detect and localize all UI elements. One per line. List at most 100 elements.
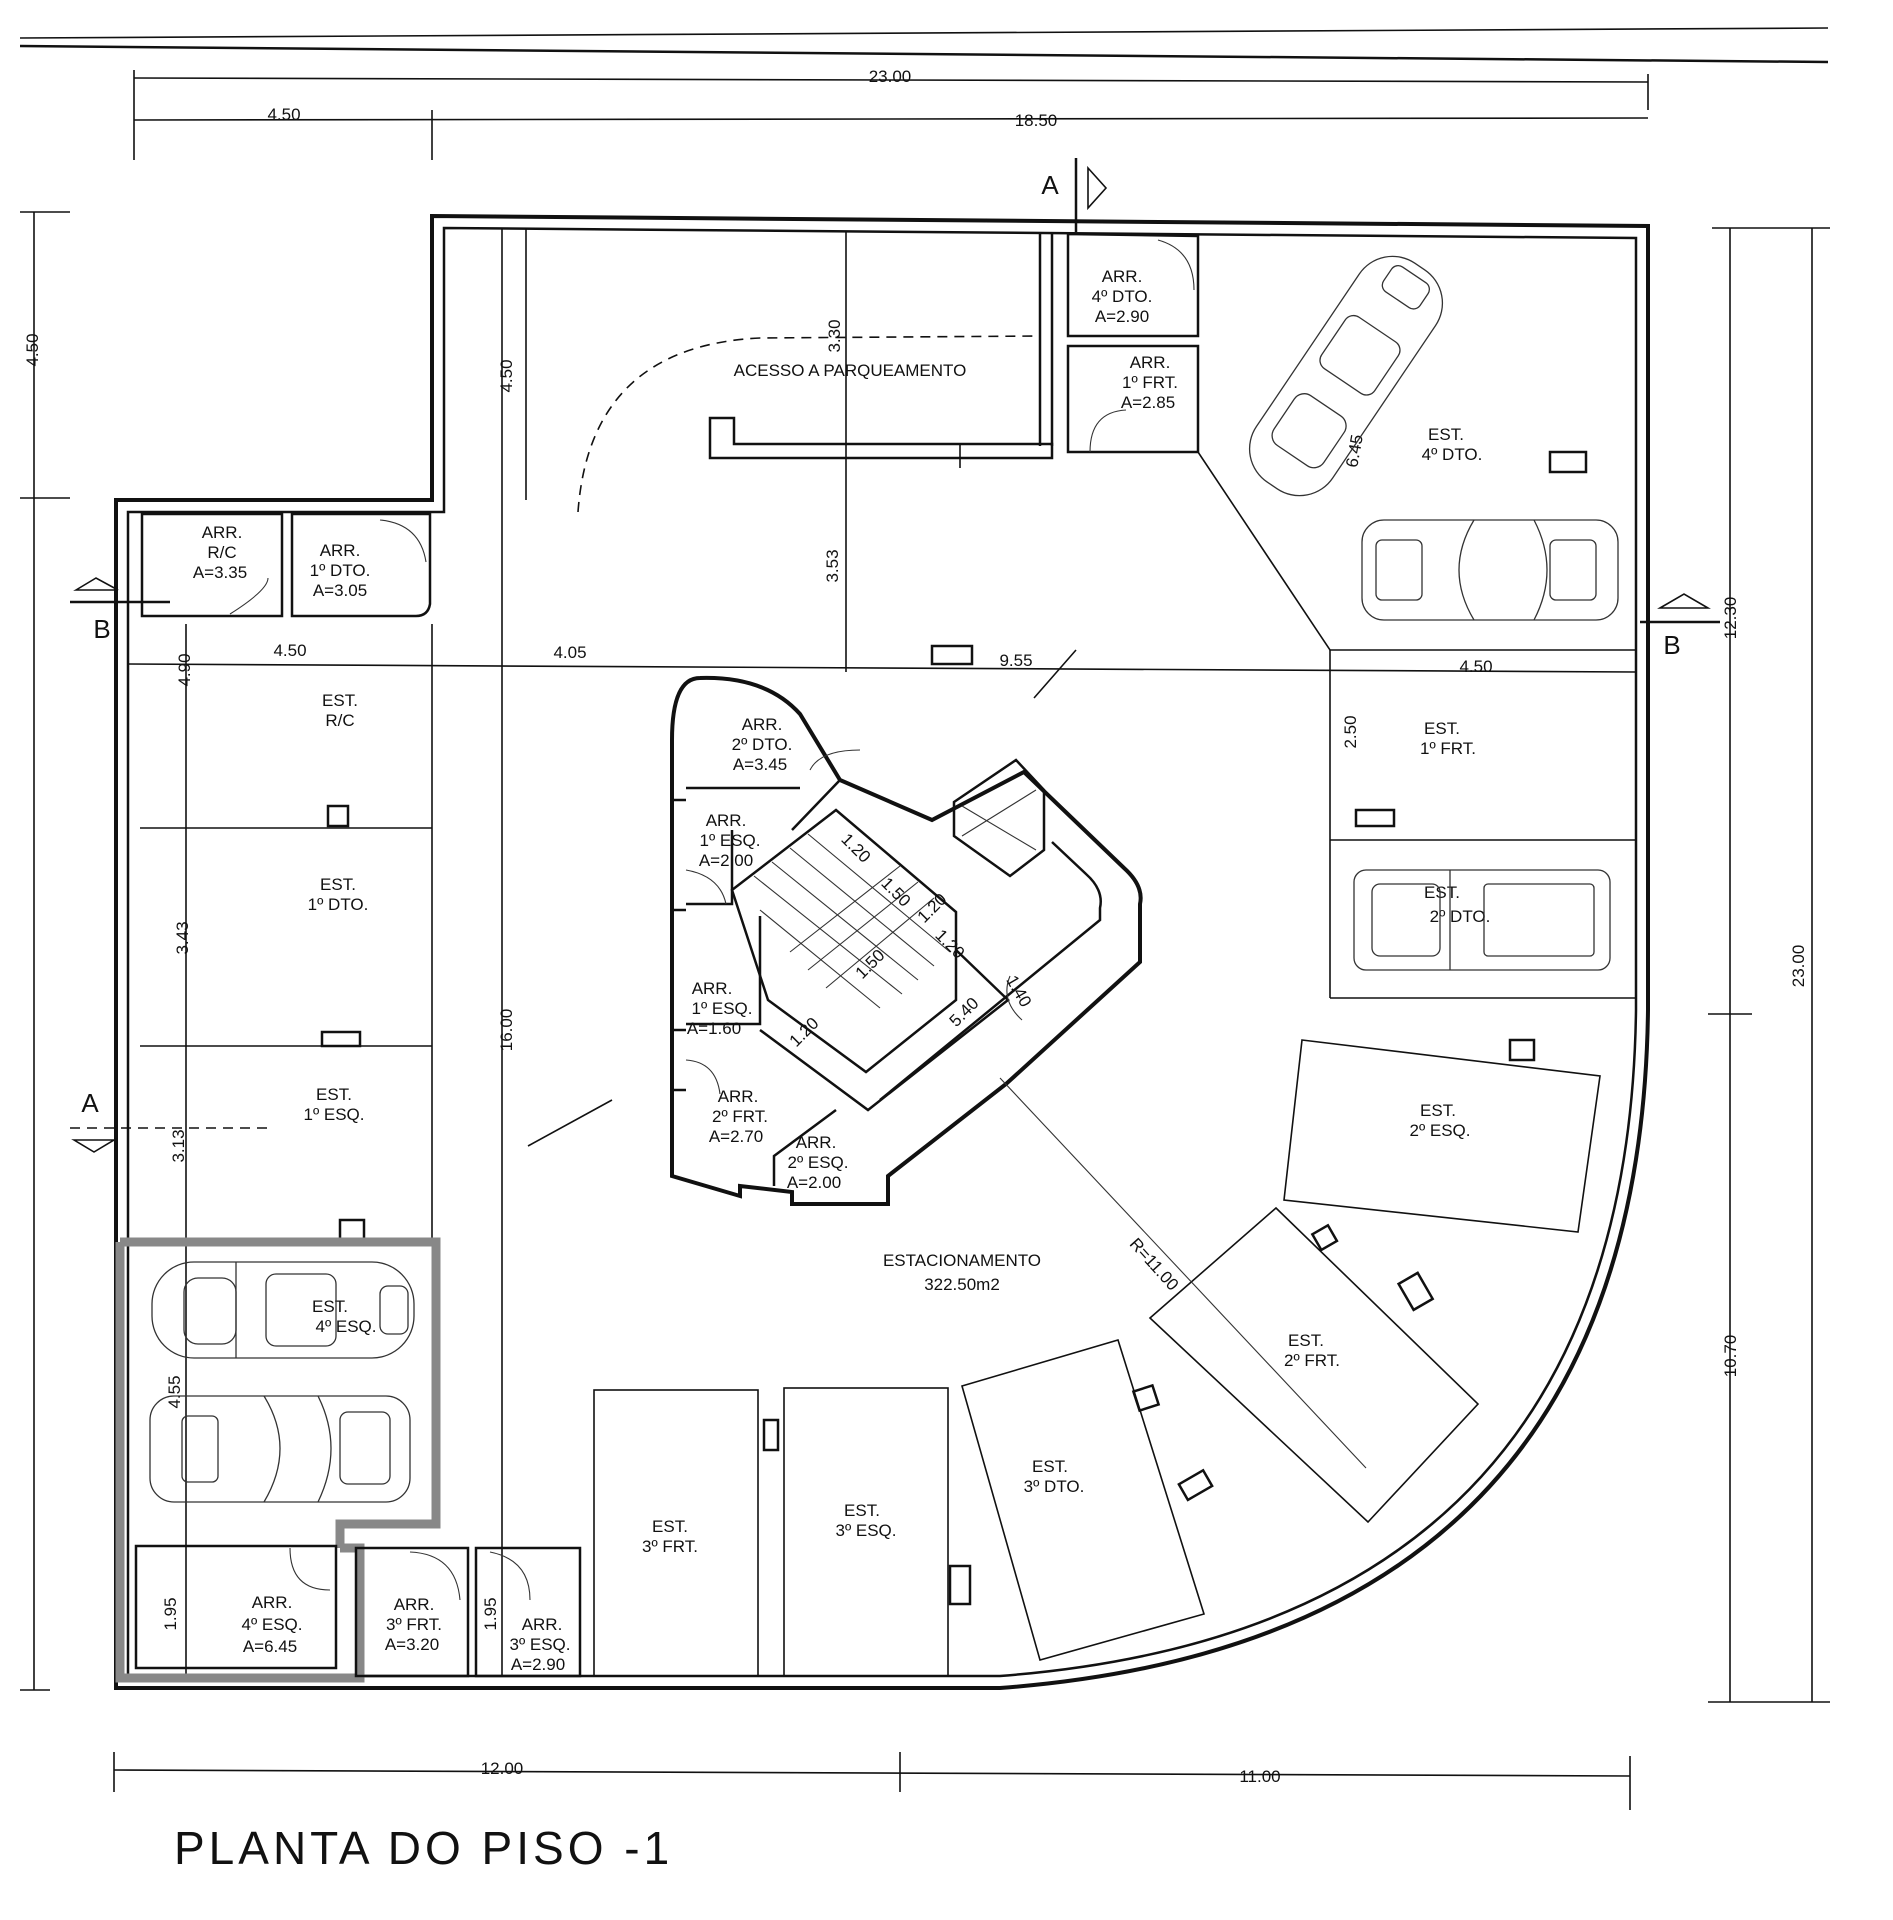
- corridor-dimension: 4.50 16.00: [497, 228, 613, 1676]
- arr-1frt-unit: 1º FRT.: [1122, 373, 1178, 392]
- arr-3frt-unit: 3º FRT.: [386, 1615, 442, 1634]
- arr-1dto-title: ARR.: [320, 541, 361, 560]
- storage-3frt: ARR. 3º FRT. A=3.20: [354, 1546, 470, 1678]
- arr-rc-area: A=3.35: [193, 563, 247, 582]
- arr-1esq-b-area: A=1.60: [687, 1019, 741, 1038]
- central-core: ARR. 2º DTO. A=3.45 ARR. 1º ESQ. A=2.00 …: [670, 675, 1143, 1206]
- storage-3esq: 1.95 ARR. 3º ESQ. A=2.90: [474, 1546, 582, 1678]
- section-mark-a-left: A: [81, 1088, 99, 1118]
- arr-1esq-b-unit: 1º ESQ.: [691, 999, 752, 1018]
- arr-rc-title: ARR.: [202, 523, 243, 542]
- dim-corridor: 16.00: [497, 1009, 516, 1052]
- outer-walls: [114, 213, 1650, 1690]
- arr-rc-unit: R/C: [207, 543, 236, 562]
- dim-right-est-1: 6.45: [1342, 433, 1366, 469]
- access-label: ACESSO A PARQUEAMENTO: [734, 361, 967, 380]
- dim-stair-6: 1.20: [786, 1014, 823, 1051]
- arr-4dto-title: ARR.: [1102, 267, 1143, 286]
- dim-top-left: 4.50: [267, 105, 300, 124]
- dim-left-4: 4.55: [165, 1375, 184, 1408]
- site-boundary-lines: [19, 27, 1829, 64]
- est-3esq-title: EST.: [844, 1501, 880, 1520]
- car-icon-4dto-2: [1361, 519, 1619, 621]
- est-3esq-unit: 3º ESQ.: [835, 1521, 896, 1540]
- section-markers: A B B A: [70, 158, 1720, 1153]
- arr-1esq-a-unit: 1º ESQ.: [699, 831, 760, 850]
- arr-1frt-title: ARR.: [1130, 353, 1171, 372]
- arr-2esq-title: ARR.: [796, 1133, 837, 1152]
- arr-1esq-a-title: ARR.: [706, 811, 747, 830]
- est-3dto-title: EST.: [1032, 1457, 1068, 1476]
- arr-2dto-unit: 2º DTO.: [732, 735, 793, 754]
- arr-4dto-unit: 4º DTO.: [1092, 287, 1153, 306]
- arr-1frt-area: A=2.85: [1121, 393, 1175, 412]
- arr-4esq-title: ARR.: [252, 1593, 293, 1612]
- dim-access-width: 3.30: [825, 319, 844, 352]
- est-rc-unit: R/C: [325, 711, 354, 730]
- est-rc-title: EST.: [322, 691, 358, 710]
- arr-3frt-area: A=3.20: [385, 1635, 439, 1654]
- car-icon-4dto-1: [1248, 255, 1444, 497]
- est-4esq-title: EST.: [312, 1297, 348, 1316]
- storage-rc: ARR. R/C A=3.35: [140, 512, 284, 618]
- est-2esq-title: EST.: [1420, 1101, 1456, 1120]
- est-1esq-unit: 1º ESQ.: [303, 1105, 364, 1124]
- arr-1esq-a-area: A=2.00: [699, 851, 753, 870]
- highlight-4esq: EST. 4º ESQ. ARR. 4º ESQ. A=6.45: [115, 1237, 441, 1683]
- arr-1dto-area: A=3.05: [313, 581, 367, 600]
- dim-bottom-small: 1.95: [481, 1597, 500, 1630]
- arr-2dto-area: A=3.45: [733, 755, 787, 774]
- dim-stair-1: 1.20: [837, 830, 874, 867]
- dim-left-1: 4.90: [175, 653, 194, 686]
- arr-2dto-title: ARR.: [742, 715, 783, 734]
- section-mark-a-top: A: [1041, 170, 1059, 200]
- dim-stair-3: 1.20: [914, 890, 951, 927]
- storage-4dto: ARR. 4º DTO. A=2.90: [1066, 232, 1200, 338]
- arr-1esq-b-title: ARR.: [692, 979, 733, 998]
- right-parking-column: 4.50 6.45 2.50 EST. 4º DTO. EST. 1º FRT.…: [1197, 255, 1636, 999]
- dimension-lines: [20, 70, 1830, 1810]
- arr-4esq-unit: 4º ESQ.: [241, 1615, 302, 1634]
- arr-2frt-title: ARR.: [718, 1087, 759, 1106]
- est-4dto-title: EST.: [1428, 425, 1464, 444]
- arr-3frt-title: ARR.: [394, 1595, 435, 1614]
- car-icon-2dto: [1353, 869, 1611, 971]
- arr-3esq-unit: 3º ESQ.: [509, 1635, 570, 1654]
- dim-right-lower: 10.70: [1721, 1335, 1740, 1378]
- dim-right-total: 23.00: [1789, 945, 1808, 988]
- est-1frt-unit: 1º FRT.: [1420, 739, 1476, 758]
- dim-right-est-2: 2.50: [1341, 715, 1360, 748]
- section-mark-b-left: B: [93, 614, 110, 644]
- dimension-texts: 23.00 4.50 18.50 12.00 11.00 23.00 12.30…: [267, 67, 1808, 1786]
- dim-left-partial: 4.50: [23, 333, 42, 366]
- arr-3esq-title: ARR.: [522, 1615, 563, 1634]
- dim-access-depth: 4.50: [497, 359, 516, 392]
- arr-4dto-area: A=2.90: [1095, 307, 1149, 326]
- est-1frt-title: EST.: [1424, 719, 1460, 738]
- storage-1dto: ARR. 1º DTO. A=3.05: [290, 512, 432, 618]
- dim-radius: R=11.00: [1126, 1234, 1183, 1294]
- dim-row-a: 4.50: [273, 641, 306, 660]
- est-1dto-title: EST.: [320, 875, 356, 894]
- dim-right-upper: 12.30: [1721, 597, 1740, 640]
- arr-2esq-unit: 2º ESQ.: [787, 1153, 848, 1172]
- dim-top-total: 23.00: [869, 67, 912, 86]
- est-2frt-unit: 2º FRT.: [1284, 1351, 1340, 1370]
- est-4esq-unit: 4º ESQ.: [315, 1317, 376, 1336]
- dim-left-3: 3.13: [169, 1129, 188, 1162]
- est-3dto-unit: 3º DTO.: [1024, 1477, 1085, 1496]
- arr-1dto-unit: 1º DTO.: [310, 561, 371, 580]
- bottom-parking-bays: EST. 3º FRT. EST. 3º ESQ. EST. 3º DTO. E…: [593, 1038, 1601, 1677]
- est-2dto-unit: 2º DTO.: [1430, 907, 1491, 926]
- est-3frt-unit: 3º FRT.: [642, 1537, 698, 1556]
- parking-title: ESTACIONAMENTO: [883, 1251, 1041, 1270]
- dim-bottom-left: 12.00: [481, 1759, 524, 1778]
- est-2esq-unit: 2º ESQ.: [1409, 1121, 1470, 1140]
- est-4dto-unit: 4º DTO.: [1422, 445, 1483, 464]
- parking-area-value: 322.50m2: [924, 1275, 1000, 1294]
- dim-top-right: 18.50: [1015, 111, 1058, 130]
- car-icon-4esq-1: [151, 1261, 415, 1359]
- section-mark-b-right: B: [1663, 630, 1680, 660]
- dim-left-5: 1.95: [161, 1597, 180, 1630]
- arr-4esq-area: A=6.45: [243, 1637, 297, 1656]
